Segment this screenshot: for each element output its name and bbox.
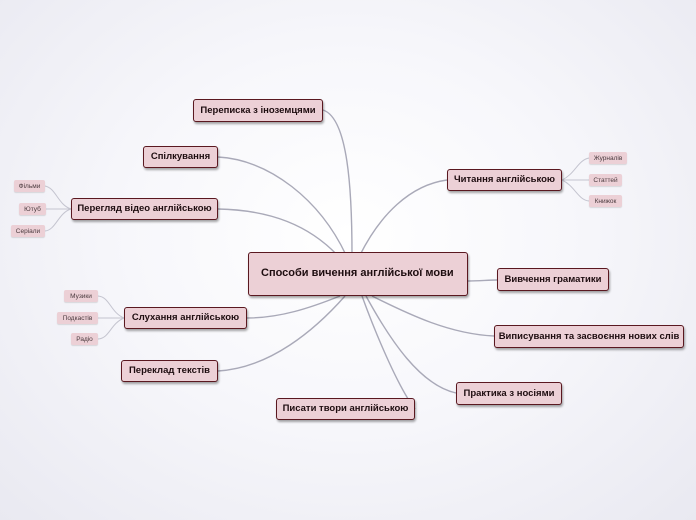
topic-reading-label: Читання англійською: [453, 174, 556, 186]
link-listening-leaf-1: [97, 295, 125, 319]
link-video-leaf-3: [44, 208, 72, 232]
root-topic-label: Способи вичення англійської мови: [261, 267, 454, 280]
subtopic-listening-1[interactable]: Музики: [64, 290, 98, 302]
topic-grammar-label: Вивчення граматики: [504, 273, 602, 285]
topic-communication-label: Спілкування: [150, 151, 211, 163]
subtopic-label: Музики: [70, 292, 92, 300]
topic-reading[interactable]: Читання англійською: [447, 169, 562, 191]
root-topic[interactable]: Способи вичення англійської мови: [248, 252, 468, 296]
topic-translation-label: Переклад текстів: [128, 365, 211, 377]
topic-video[interactable]: Перегляд відео англійською: [71, 198, 218, 220]
subtopic-video-2[interactable]: Ютуб: [19, 203, 46, 215]
link-correspondence: [322, 109, 353, 256]
link-vocabulary: [371, 295, 495, 337]
subtopic-label: Книжок: [594, 197, 617, 205]
topic-listening[interactable]: Слухання англійською: [124, 307, 247, 329]
subtopic-label: Статтей: [593, 176, 618, 184]
topic-practice[interactable]: Практика з носіями: [456, 382, 562, 405]
topic-practice-label: Практика з носіями: [463, 387, 555, 399]
topic-correspondence-label: Переписка з іноземцями: [200, 104, 316, 116]
topic-vocabulary-label: Виписування та засвоєння нових слів: [498, 330, 680, 342]
subtopic-label: Журналів: [593, 154, 623, 162]
subtopic-reading-1[interactable]: Журналів: [589, 152, 627, 164]
subtopic-listening-3[interactable]: Радіо: [71, 333, 98, 345]
subtopic-label: Подкастів: [62, 314, 93, 322]
link-practice: [365, 295, 457, 394]
topic-essays[interactable]: Писати твори англійською: [276, 398, 415, 420]
topic-grammar[interactable]: Вивчення граматики: [497, 268, 609, 291]
subtopic-label: Ютуб: [24, 205, 41, 213]
subtopic-listening-2[interactable]: Подкастів: [57, 312, 98, 324]
link-communication: [217, 156, 347, 256]
subtopic-reading-3[interactable]: Книжок: [589, 195, 622, 207]
topic-video-label: Перегляд відео англійською: [77, 203, 212, 215]
link-grammar: [467, 279, 498, 282]
topic-correspondence[interactable]: Переписка з іноземцями: [193, 99, 323, 122]
link-reading-leaf-1: [561, 157, 590, 181]
subtopic-reading-2[interactable]: Статтей: [589, 174, 622, 186]
topic-vocabulary[interactable]: Виписування та засвоєння нових слів: [494, 325, 684, 348]
topic-communication[interactable]: Спілкування: [143, 146, 218, 168]
link-listening: [246, 295, 341, 319]
topic-essays-label: Писати твори англійською: [282, 403, 409, 415]
topic-listening-label: Слухання англійською: [131, 312, 240, 324]
subtopic-label: Фільми: [18, 182, 41, 190]
link-video-leaf-1: [44, 185, 72, 210]
link-video: [217, 208, 341, 259]
link-reading-leaf-3: [561, 179, 590, 202]
link-listening-leaf-3: [97, 317, 125, 340]
subtopic-video-1[interactable]: Фільми: [14, 180, 45, 192]
link-translation: [217, 295, 346, 372]
subtopic-label: Радіо: [76, 335, 93, 343]
topic-translation[interactable]: Переклад текстів: [121, 360, 218, 382]
subtopic-label: Серіали: [15, 227, 41, 235]
link-reading: [359, 179, 448, 256]
subtopic-video-3[interactable]: Серіали: [11, 225, 45, 237]
